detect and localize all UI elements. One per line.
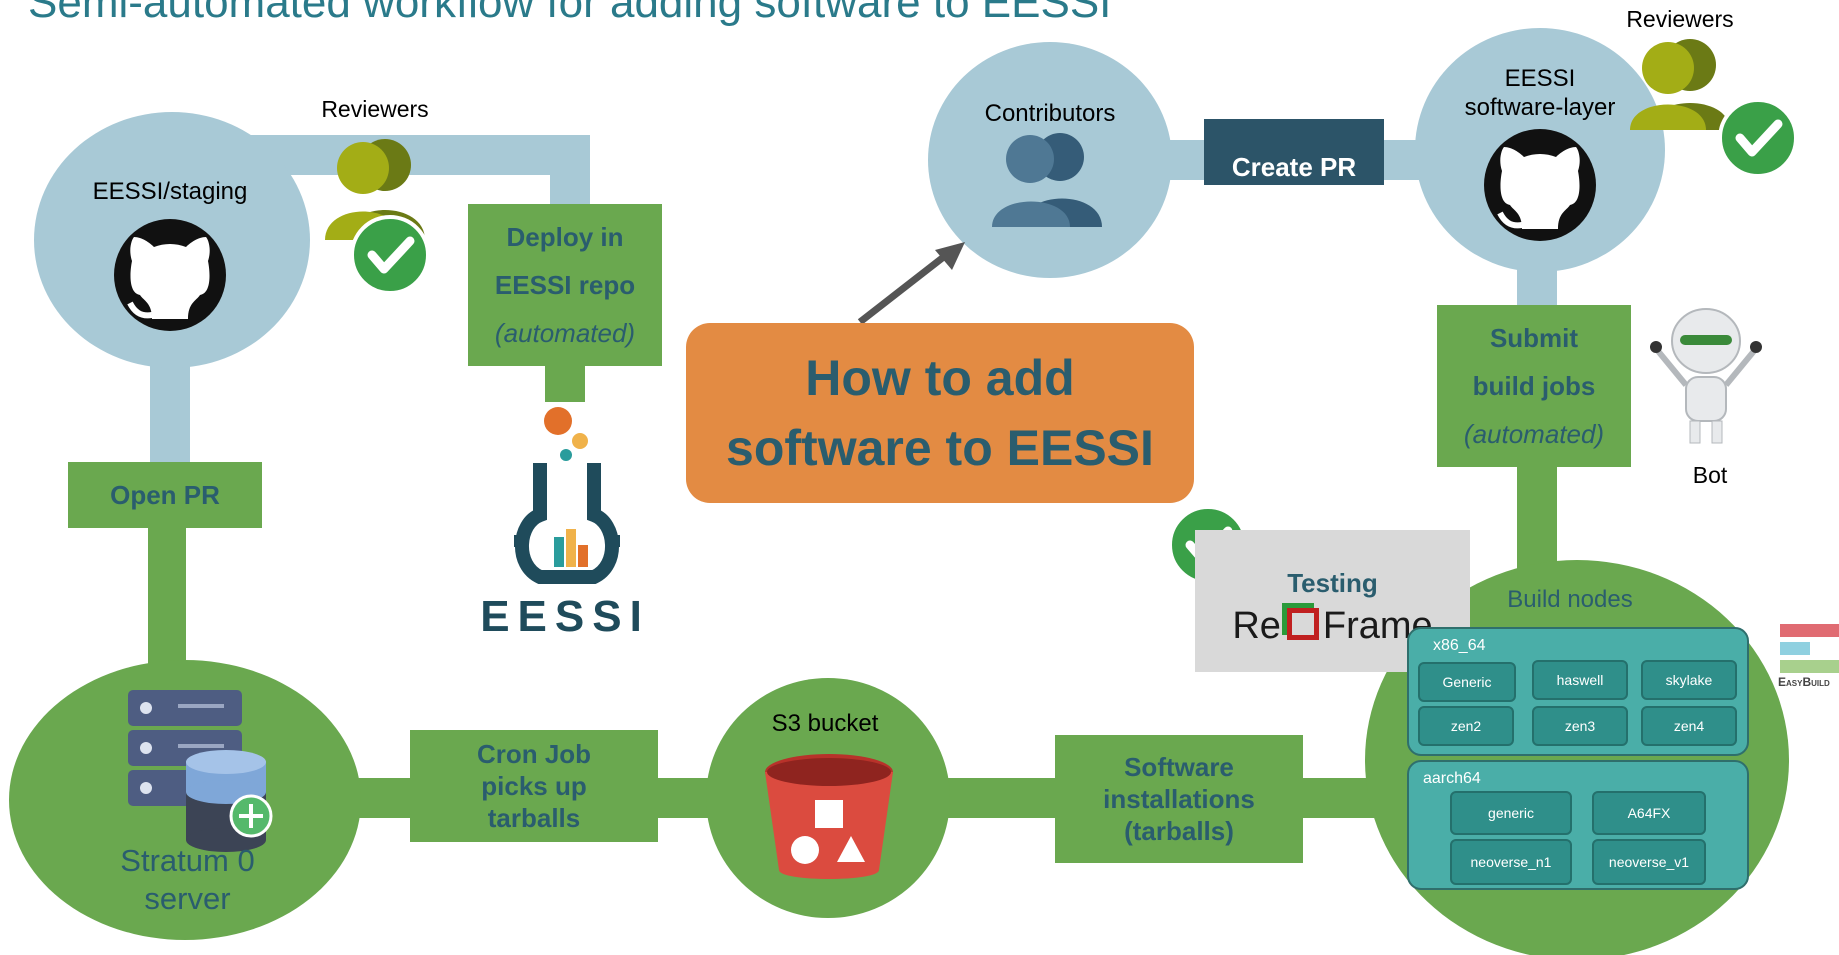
submit-step: Submit build jobs (automated) xyxy=(1437,305,1631,467)
cron-line1: Cron Job xyxy=(476,739,592,769)
software-layer-line1: EESSI xyxy=(1504,65,1576,92)
node-x86-zen3: zen3 xyxy=(1532,706,1628,746)
s3-bucket-icon xyxy=(765,754,893,879)
staging-repo-label: EESSI/staging xyxy=(92,178,248,205)
software-layer-line2: software-layer xyxy=(1464,94,1616,121)
cron-step: Cron Job picks up tarballs xyxy=(410,730,658,842)
node-x86-haswell: haswell xyxy=(1532,660,1628,700)
center-title-line1: How to add xyxy=(805,350,1075,406)
arrow-line xyxy=(857,249,953,325)
create-pr-label: Create PR xyxy=(1231,152,1357,182)
software-line1: Software xyxy=(1124,752,1234,782)
checkmark-icon xyxy=(1718,98,1798,178)
node-x86-zen4: zen4 xyxy=(1641,706,1737,746)
robot-icon xyxy=(1650,308,1762,444)
node-x86-zen2: zen2 xyxy=(1418,706,1514,746)
submit-line3: (automated) xyxy=(1463,419,1605,449)
software-line3: (tarballs) xyxy=(1124,816,1234,846)
s3-bucket-label: S3 bucket xyxy=(771,710,879,737)
stratum-line2: server xyxy=(144,881,231,916)
node-aarch-generic: generic xyxy=(1450,791,1572,835)
software-layer-label: EESSI software-layer xyxy=(1440,64,1640,122)
software-installations-step: Software installations (tarballs) xyxy=(1055,735,1303,863)
openpr-connector xyxy=(148,525,186,665)
open-pr-label: Open PR xyxy=(110,479,220,510)
github-icon xyxy=(114,219,226,331)
cron-line3: tarballs xyxy=(487,803,581,833)
bot-label: Bot xyxy=(1692,462,1728,488)
easybuild-logo xyxy=(1780,624,1839,673)
reframe-logo: Re Frame xyxy=(1232,605,1432,648)
submit-line1: Submit xyxy=(1489,323,1579,353)
stratum-label: Stratum 0 server xyxy=(90,842,285,918)
open-pr-step: Open PR xyxy=(68,462,262,528)
aarch64-label: aarch64 xyxy=(1423,770,1481,787)
checkmark-icon xyxy=(350,215,430,295)
cron-line2: picks up xyxy=(481,771,587,801)
eessi-logo-text: EESSI xyxy=(480,592,650,641)
deploy-stub xyxy=(545,360,585,402)
node-x86-generic: Generic xyxy=(1418,662,1516,702)
reviewers-left-label: Reviewers xyxy=(321,96,429,122)
node-aarch-neoverse-v1: neoverse_v1 xyxy=(1592,839,1706,885)
server-database-icon xyxy=(128,690,273,852)
people-icon xyxy=(992,133,1102,227)
build-nodes-label: Build nodes xyxy=(1507,586,1633,613)
eessi-logo xyxy=(514,407,620,584)
reframe-logo-text-left: Re xyxy=(1232,605,1281,647)
center-title-line2: software to EESSI xyxy=(726,420,1154,476)
software-line2: installations xyxy=(1103,784,1255,814)
node-aarch-a64fx: A64FX xyxy=(1592,791,1706,835)
submit-connector xyxy=(1517,460,1557,570)
github-icon xyxy=(1484,129,1596,241)
deploy-line1: Deploy in xyxy=(506,222,624,252)
center-title-box: How to add software to EESSI xyxy=(686,323,1194,503)
reframe-logo-mark xyxy=(1286,607,1319,640)
deploy-step: Deploy in EESSI repo (automated) xyxy=(468,204,662,366)
stratum-line1: Stratum 0 xyxy=(120,843,255,878)
deploy-line2: EESSI repo xyxy=(494,270,636,300)
people-icon xyxy=(1630,39,1730,130)
page-title: Semi-automated workflow for adding softw… xyxy=(28,0,1112,27)
arrow-head xyxy=(935,242,965,270)
node-aarch-neoverse-n1: neoverse_n1 xyxy=(1450,839,1572,885)
reviewers-right-label: Reviewers xyxy=(1626,6,1734,32)
testing-label: Testing xyxy=(1287,568,1378,598)
deploy-line3: (automated) xyxy=(494,318,636,348)
easybuild-logo-text: EasyBuild xyxy=(1778,675,1830,689)
create-pr-step: Create PR xyxy=(1204,119,1384,185)
x86-label: x86_64 xyxy=(1433,637,1486,654)
testing-step: Testing Re Frame xyxy=(1195,530,1470,672)
node-x86-skylake: skylake xyxy=(1641,660,1737,700)
contributors-label: Contributors xyxy=(984,100,1116,127)
submit-line2: build jobs xyxy=(1472,371,1596,401)
